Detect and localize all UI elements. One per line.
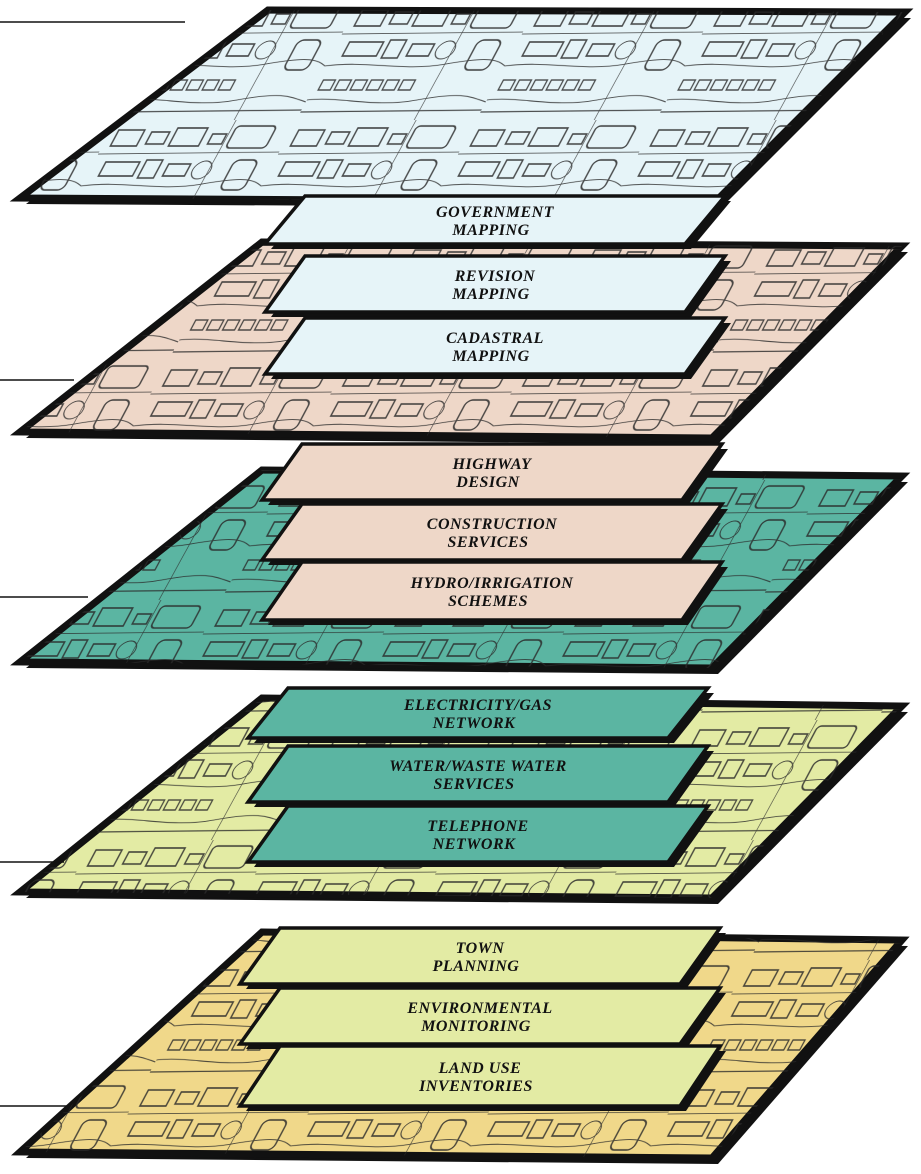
label-panel-face xyxy=(244,804,712,864)
label-line-2: SCHEMES xyxy=(448,593,528,610)
label-line-1: GOVERNMENT xyxy=(436,204,555,221)
label-panel-face xyxy=(258,442,726,502)
label-line-2: DESIGN xyxy=(455,474,520,491)
label-line-2: SERVICES xyxy=(433,776,514,793)
map-linework xyxy=(20,10,905,202)
label-line-2: MAPPING xyxy=(451,222,529,239)
label-line-1: HYDRO/IRRIGATION xyxy=(410,575,575,592)
label-line-1: HIGHWAY xyxy=(452,456,533,473)
label-line-1: REVISION xyxy=(454,268,536,285)
label-panel-face xyxy=(236,986,724,1046)
pointer-lines xyxy=(0,21,185,1107)
label-panel-face xyxy=(244,744,712,804)
label-panel-face xyxy=(261,316,729,376)
label-line-1: CONSTRUCTION xyxy=(427,516,558,533)
label-line-1: LAND USE xyxy=(438,1060,522,1077)
label-line-1: ENVIRONMENTAL xyxy=(406,1000,552,1017)
label-line-1: TELEPHONE xyxy=(427,818,528,835)
label-line-2: MONITORING xyxy=(420,1018,531,1035)
label-panel-face xyxy=(236,1044,724,1108)
label-line-2: SERVICES xyxy=(447,534,528,551)
label-line-2: INVENTORIES xyxy=(418,1078,533,1095)
label-panel-face xyxy=(244,686,712,740)
label-line-1: ELECTRICITY/GAS xyxy=(403,697,552,714)
label-panel-face xyxy=(258,502,726,562)
label-panel-face xyxy=(236,926,724,986)
label-line-2: MAPPING xyxy=(451,286,529,303)
label-line-2: PLANNING xyxy=(432,958,520,975)
label-panel-face xyxy=(261,194,729,246)
label-panel-face xyxy=(261,254,729,314)
label-line-2: MAPPING xyxy=(451,348,529,365)
map-layer-1 xyxy=(9,6,914,208)
label-panel-face xyxy=(258,560,726,622)
label-line-1: CADASTRAL xyxy=(446,330,544,347)
label-line-1: TOWN xyxy=(456,940,506,957)
label-line-2: NETWORK xyxy=(432,715,516,732)
label-line-2: NETWORK xyxy=(432,836,516,853)
application-labels: GOVERNMENTMAPPINGREVISIONMAPPINGCADASTRA… xyxy=(236,194,731,1111)
label-line-1: WATER/WASTE WATER xyxy=(389,758,567,775)
